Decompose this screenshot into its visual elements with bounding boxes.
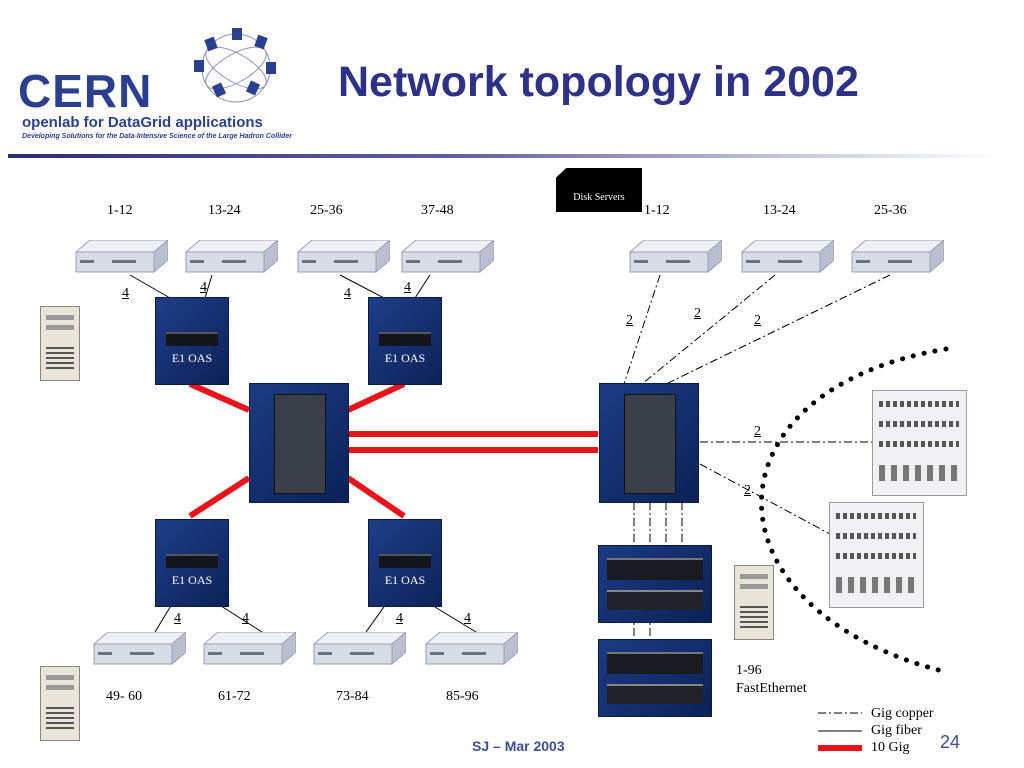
range-label: 25-36: [874, 203, 907, 218]
server-farm-boundary-arc: [759, 346, 949, 675]
range-label: 73-84: [336, 689, 369, 704]
fastethernet-switch-stack: [598, 639, 712, 717]
cern-logo-text: CERN: [18, 65, 153, 117]
e1-oas-switch: E1 OAS: [155, 519, 229, 607]
device-icon: [379, 554, 431, 568]
device-icon: [379, 332, 431, 346]
logo-tagline: Developing Solutions for the Data-Intens…: [22, 133, 292, 140]
link-copper-5: [699, 463, 831, 535]
pc-tower-icon: [40, 666, 80, 741]
router-chassis-icon: [624, 394, 676, 494]
device-icon: [166, 332, 218, 346]
switch-icon: [738, 240, 834, 274]
disk-servers-label: Disk Servers: [573, 192, 625, 203]
legend-copper-label: Gig copper: [871, 706, 934, 721]
range-label: 25-36: [310, 203, 343, 218]
switch-icon: [310, 632, 406, 666]
fastethernet-switch-stack: [598, 545, 712, 623]
footer-author-date: SJ – Mar 2003: [472, 738, 565, 754]
oas-label: E1 OAS: [171, 573, 213, 587]
pc-tower-icon: [734, 565, 774, 640]
disk-servers-tag: Disk Servers: [556, 168, 642, 212]
switch-icon: [72, 240, 168, 274]
link-fiber-4: [414, 274, 431, 299]
link-fiber-3: [339, 274, 385, 299]
link-count-label: 4: [174, 611, 181, 626]
title-divider: [8, 154, 998, 158]
link-10gig-oas2: [346, 381, 406, 413]
slide-title: Network topology in 2002: [338, 58, 859, 106]
switch-unit-icon: [607, 590, 703, 610]
link-count-label: 2: [694, 306, 701, 321]
server-rack-icon: [872, 390, 967, 496]
link-10gig-oas1: [188, 381, 251, 413]
logo-subtitle: openlab for DataGrid applications: [22, 114, 263, 131]
switch-icon: [398, 240, 494, 274]
range-label: 1-12: [107, 203, 133, 218]
switch-unit-icon: [607, 558, 703, 580]
link-fiber-6: [217, 603, 263, 633]
page-number: 24: [940, 732, 961, 752]
link-copper-1: [623, 274, 661, 385]
oas-label: E1 OAS: [171, 351, 213, 365]
switch-icon: [626, 240, 722, 274]
range-label: 85-96: [446, 689, 479, 704]
switch-unit-icon: [607, 684, 703, 704]
link-copper-2: [641, 274, 776, 385]
link-fiber-5: [154, 603, 173, 633]
link-count-label: 4: [464, 611, 471, 626]
link-fiber-8: [429, 603, 477, 633]
link-10gig-oas4: [346, 475, 406, 519]
device-icon: [166, 554, 218, 568]
range-label: 37-48: [421, 203, 454, 218]
link-count-label: 2: [744, 483, 751, 498]
link-count-label: 4: [344, 286, 351, 301]
server-rack-icon: [829, 502, 924, 608]
e1-oas-switch: E1 OAS: [368, 519, 442, 607]
cern-logo-emblem-icon: [194, 28, 276, 103]
e1-oas-switch: E1 OAS: [155, 297, 229, 385]
link-count-label: 2: [626, 313, 633, 328]
link-copper-3: [665, 274, 891, 385]
switch-icon: [90, 632, 186, 666]
oas-label: E1 OAS: [384, 351, 426, 365]
switch-unit-icon: [607, 652, 703, 674]
link-10gig-oas3: [188, 475, 251, 519]
legend-10gig-label: 10 Gig: [871, 740, 910, 755]
switch-icon: [848, 240, 944, 274]
range-label: 49- 60: [106, 689, 143, 704]
link-count-label: 4: [242, 611, 249, 626]
switch-icon: [294, 240, 390, 274]
link-count-label: 4: [122, 286, 129, 301]
range-label: 61-72: [218, 689, 251, 704]
pc-tower-icon: [40, 306, 80, 381]
switch-icon: [182, 240, 278, 274]
link-count-label: 4: [200, 280, 207, 295]
switch-icon: [200, 632, 296, 666]
link-fiber-7: [365, 603, 387, 633]
link-fiber-2: [204, 274, 213, 299]
link-count-label: 4: [396, 611, 403, 626]
link-fiber-1: [129, 274, 171, 299]
legend-fiber-label: Gig fiber: [871, 723, 922, 738]
fastethernet-type: FastEthernet: [736, 681, 807, 696]
oas-label: E1 OAS: [384, 573, 426, 587]
core-router-left: [249, 383, 349, 503]
core-router-right: [599, 383, 699, 503]
range-label: 13-24: [208, 203, 241, 218]
switch-icon: [422, 632, 518, 666]
e1-oas-switch: E1 OAS: [368, 297, 442, 385]
fastethernet-count: 1-96: [736, 663, 762, 678]
link-count-label: 2: [754, 424, 761, 439]
range-label: 13-24: [763, 203, 796, 218]
link-count-label: 2: [754, 313, 761, 328]
router-chassis-icon: [274, 394, 326, 494]
link-count-label: 4: [404, 280, 411, 295]
range-label: 1-12: [644, 203, 670, 218]
